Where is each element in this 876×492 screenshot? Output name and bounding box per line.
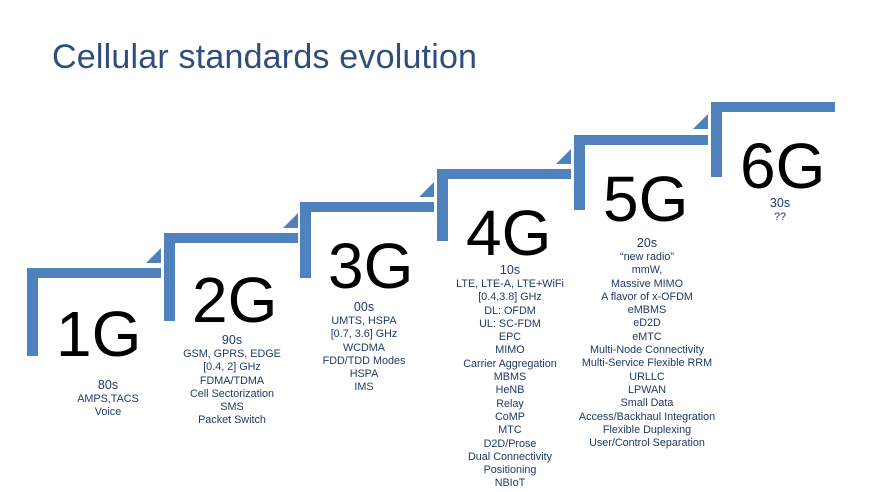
step-4-bar [437, 169, 571, 179]
feature-item: MIMO [495, 344, 525, 357]
step-2-bar [164, 233, 298, 243]
step-1-riser [27, 268, 38, 356]
gen-1g-details: 80s AMPS,TACS Voice [40, 378, 176, 420]
feature-item: LPWAN [628, 383, 666, 396]
feature-item: D2D/Prose [483, 437, 537, 450]
feature-item: FDMA/TDMA [199, 374, 265, 387]
gen-label-3g: 3G [328, 230, 414, 302]
feature-item: EPC [498, 331, 522, 344]
gen-2g-details: 90s GSM, GPRS, EDGE [0.4, 2] GHz FDMA/TD… [162, 333, 302, 428]
step-1-tab [146, 248, 161, 263]
gen-6g-details: 30s ?? [740, 196, 820, 224]
feature-item: UL: SC-FDM [479, 317, 541, 330]
feature-item: GSM, GPRS, EDGE [183, 348, 281, 360]
feature-item: AMPS,TACS [77, 393, 139, 405]
step-3-riser [300, 202, 311, 278]
feature-item: Multi-Service Flexible RRM [581, 357, 713, 370]
step-5-riser [574, 135, 585, 210]
feature-item: Positioning [483, 464, 537, 477]
feature-item: Flexible Duplexing [602, 423, 692, 436]
feature-item: DL: OFDM [484, 304, 536, 317]
step-5-tab [693, 114, 708, 129]
feature-item: Multi-Node Connectivity [589, 344, 704, 357]
step-1-bar [27, 268, 161, 278]
feature-item: HSPA [349, 368, 379, 381]
gen-label-4g: 4G [466, 197, 552, 269]
feature-item: MTC [498, 424, 522, 437]
feature-item: Voice [94, 406, 122, 419]
feature-item: eMTC [632, 330, 662, 343]
feature-item: Cell Sectorization [189, 387, 274, 400]
feature-item: HeNB [495, 384, 525, 397]
step-4-riser [437, 169, 448, 241]
gen-label-5g: 5G [603, 163, 689, 235]
era-label: 30s [769, 196, 791, 210]
gen-3g-details: 00s UMTS, HSPA [0.7, 3.6] GHz WCDMA FDD/… [294, 300, 434, 395]
gen-label-2g: 2G [192, 264, 278, 336]
feature-item: eMBMS [627, 304, 667, 317]
slide-title: Cellular standards evolution [52, 38, 478, 76]
feature-item: URLLC [629, 370, 665, 383]
feature-item: User/Control Separation [589, 437, 705, 450]
gen-5g-details: 20s “new radio” mmW, Massive MIMO A flav… [568, 236, 726, 450]
feature-item: ?? [773, 211, 786, 223]
era-label: 20s [636, 236, 658, 250]
gen-label-1g: 1G [56, 298, 142, 370]
step-2-tab [283, 213, 298, 228]
feature-item: [0.7, 3.6] GHz [330, 328, 398, 341]
feature-item: [0.4, 2] GHz [203, 361, 261, 374]
step-3-bar [300, 202, 434, 212]
feature-item: WCDMA [343, 341, 385, 354]
feature-item: UMTS, HSPA [331, 315, 397, 327]
step-3-tab [419, 182, 434, 197]
feature-item: eD2D [633, 317, 661, 330]
step-5-bar [574, 135, 708, 145]
feature-item: Relay [496, 397, 524, 410]
era-label: 90s [221, 333, 243, 347]
feature-item: Carrier Aggregation [463, 357, 557, 370]
feature-item: A flavor of x-OFDM [601, 290, 693, 303]
feature-item: Massive MIMO [611, 277, 683, 290]
feature-item: LTE, LTE-A, LTE+WiFi [456, 278, 564, 290]
feature-item: MBMS [493, 371, 527, 384]
feature-item: [0.4,3.8] GHz [478, 291, 542, 304]
feature-item: Packet Switch [198, 414, 266, 427]
feature-item: Access/Backhaul Integration [578, 410, 716, 423]
feature-item: “new radio” [619, 251, 674, 263]
feature-item: Dual Connectivity [467, 450, 552, 463]
feature-item: mmW, [631, 264, 663, 277]
feature-item: CoMP [495, 410, 525, 423]
step-2-riser [164, 233, 175, 321]
feature-item: IMS [354, 381, 374, 394]
step-6-riser [711, 102, 722, 177]
step-6-bar [711, 102, 835, 112]
feature-item: Small Data [620, 397, 674, 410]
step-4-tab [556, 149, 571, 164]
era-label: 80s [97, 378, 119, 392]
feature-item: FDD/TDD Modes [322, 354, 406, 367]
gen-label-6g: 6G [740, 130, 826, 202]
era-label: 00s [353, 300, 375, 314]
gen-4g-details: 10s LTE, LTE-A, LTE+WiFi [0.4,3.8] GHz D… [436, 263, 584, 491]
era-label: 10s [499, 263, 521, 277]
feature-item: NBIoT [494, 477, 526, 490]
feature-item: SMS [220, 401, 244, 414]
